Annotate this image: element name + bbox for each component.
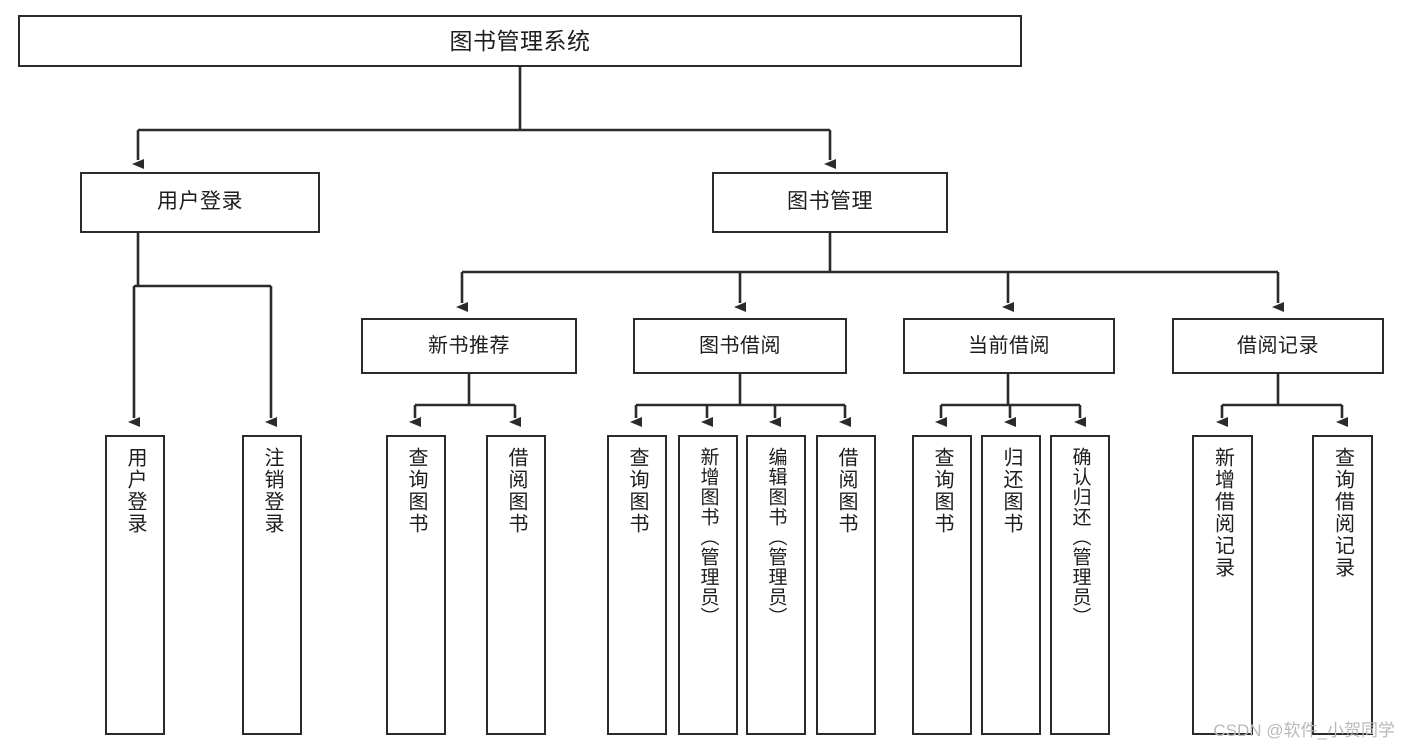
node-current-borrow[interactable]: 当前借阅: [903, 318, 1115, 374]
node-borrow-record-label: 借阅记录: [1237, 334, 1319, 357]
csdn-watermark: CSDN @软件_小贺同学: [1213, 721, 1395, 740]
node-book-manage-label: 图书管理: [787, 190, 873, 214]
leaf-query-record[interactable]: 查询借阅记录: [1312, 435, 1373, 735]
leaf-edit-book-label: 编辑图书（管理员）: [765, 447, 787, 627]
node-current-borrow-label: 当前借阅: [968, 334, 1050, 357]
node-root-book-management-system[interactable]: 图书管理系统: [18, 15, 1022, 67]
leaf-query-book-3[interactable]: 查询图书: [912, 435, 972, 735]
leaf-logout-login[interactable]: 注销登录: [242, 435, 302, 735]
leaf-confirm-return-label: 确认归还（管理员）: [1069, 447, 1091, 627]
node-user-login-label: 用户登录: [157, 190, 243, 214]
leaf-return-book[interactable]: 归还图书: [981, 435, 1041, 735]
leaf-query-book-3-label: 查询图书: [931, 447, 953, 535]
leaf-add-book-label: 新增图书（管理员）: [697, 447, 719, 627]
node-book-borrow[interactable]: 图书借阅: [633, 318, 847, 374]
node-book-borrow-label: 图书借阅: [699, 334, 781, 357]
leaf-borrow-book-1[interactable]: 借阅图书: [486, 435, 546, 735]
leaf-add-record-label: 新增借阅记录: [1211, 447, 1234, 579]
leaf-borrow-book-2[interactable]: 借阅图书: [816, 435, 876, 735]
leaf-edit-book[interactable]: 编辑图书（管理员）: [746, 435, 806, 735]
node-root-label: 图书管理系统: [449, 27, 591, 54]
leaf-borrow-book-1-label: 借阅图书: [505, 447, 527, 535]
leaf-query-book-2-label: 查询图书: [626, 447, 648, 535]
leaf-confirm-return[interactable]: 确认归还（管理员）: [1050, 435, 1110, 735]
leaf-query-book-1-label: 查询图书: [405, 447, 427, 535]
node-new-book-recommend-label: 新书推荐: [428, 334, 510, 357]
leaf-borrow-book-2-label: 借阅图书: [835, 447, 857, 535]
leaf-add-record[interactable]: 新增借阅记录: [1192, 435, 1253, 735]
leaf-return-book-label: 归还图书: [1000, 447, 1022, 535]
leaf-logout-login-label: 注销登录: [261, 447, 283, 535]
node-book-manage[interactable]: 图书管理: [712, 172, 948, 233]
leaf-query-record-label: 查询借阅记录: [1331, 447, 1354, 579]
leaf-user-login-label: 用户登录: [124, 447, 146, 535]
node-borrow-record[interactable]: 借阅记录: [1172, 318, 1384, 374]
node-user-login[interactable]: 用户登录: [80, 172, 320, 233]
node-new-book-recommend[interactable]: 新书推荐: [361, 318, 577, 374]
leaf-query-book-2[interactable]: 查询图书: [607, 435, 667, 735]
leaf-query-book-1[interactable]: 查询图书: [386, 435, 446, 735]
leaf-add-book[interactable]: 新增图书（管理员）: [678, 435, 738, 735]
leaf-user-login[interactable]: 用户登录: [105, 435, 165, 735]
